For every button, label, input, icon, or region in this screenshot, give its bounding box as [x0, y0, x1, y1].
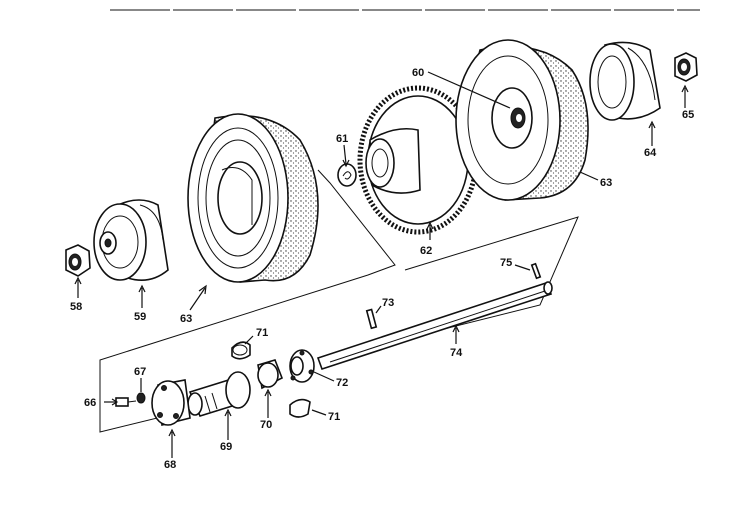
label-71-lower: 71	[328, 411, 340, 423]
label-60: 60	[412, 67, 424, 79]
part-63-tire-right	[455, 39, 589, 201]
label-58: 58	[70, 301, 82, 313]
label-63-left: 63	[180, 313, 192, 325]
part-71-bushing-upper	[231, 341, 251, 360]
part-71-bushing-lower	[289, 398, 311, 418]
part-69-stub-shaft	[187, 371, 251, 417]
part-66-bolt	[115, 397, 137, 407]
label-68: 68	[164, 459, 176, 471]
label-63-right: 63	[600, 177, 612, 189]
label-61: 61	[336, 133, 348, 145]
label-65: 65	[682, 109, 694, 121]
part-74-axle	[316, 281, 553, 371]
label-71-upper: 71	[256, 327, 268, 339]
part-73-key	[365, 308, 378, 330]
part-62-sprocket	[357, 85, 479, 235]
part-59-wheel-half	[93, 199, 169, 281]
part-75-pin	[530, 262, 542, 280]
label-69: 69	[220, 441, 232, 453]
part-58-hex-nut	[65, 244, 91, 277]
label-72: 72	[336, 377, 348, 389]
part-64-wheel-half	[589, 41, 661, 121]
label-59: 59	[134, 311, 146, 323]
label-73: 73	[382, 297, 394, 309]
leader-lines	[74, 71, 689, 458]
part-70-spacer	[257, 359, 284, 390]
label-62: 62	[420, 245, 432, 257]
part-72-hub-flange	[289, 349, 315, 383]
label-70: 70	[260, 419, 272, 431]
label-64: 64	[644, 147, 657, 159]
part-65-hex-nut	[674, 52, 698, 82]
part-63-tire-left	[187, 113, 319, 283]
part-61-washer	[337, 163, 357, 187]
part-68-flange	[151, 379, 191, 427]
label-66: 66	[84, 397, 96, 409]
label-75: 75	[500, 257, 512, 269]
label-67: 67	[134, 366, 146, 378]
part-67-washer	[136, 392, 146, 404]
part-labels: 58 59 63 60 61 62 63 64 65 66 67 68 69 7…	[70, 67, 694, 471]
label-74: 74	[450, 347, 463, 359]
